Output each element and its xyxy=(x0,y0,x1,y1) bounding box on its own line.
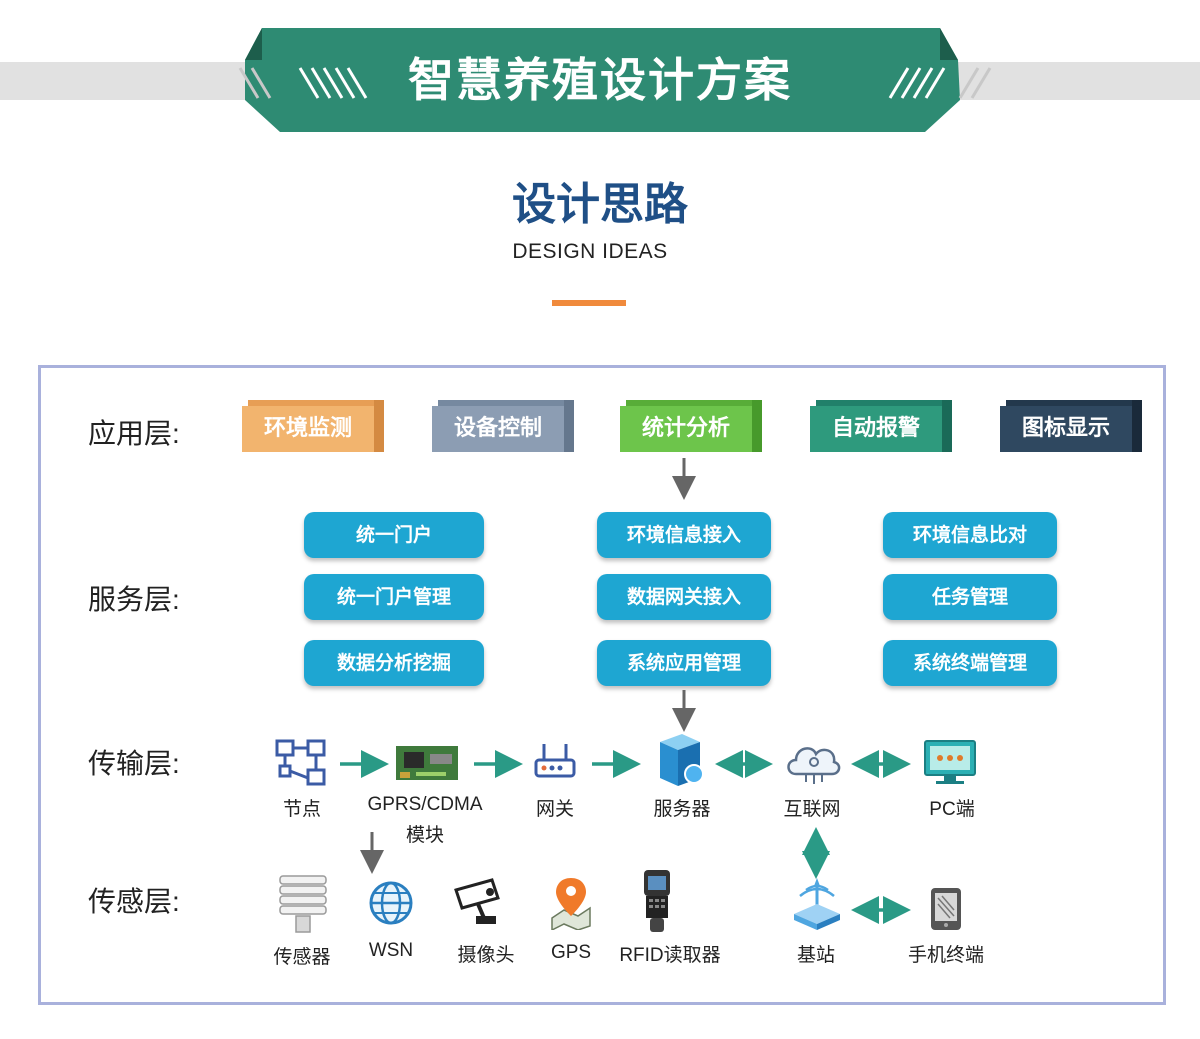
server-icon xyxy=(660,734,704,786)
architecture-diagram-frame xyxy=(38,365,1166,1005)
section-divider xyxy=(552,300,626,306)
section-subtitle: DESIGN IDEAS xyxy=(512,240,668,263)
sensing-layer-label: 传感层: xyxy=(88,886,180,917)
transport-layer-label: 传输层: xyxy=(88,748,180,779)
gprs-module-label: 模块 xyxy=(405,825,444,846)
gps-pin-icon xyxy=(551,878,591,930)
monitor-icon xyxy=(924,740,976,784)
service-data-mining: 数据分析挖掘 xyxy=(304,640,484,686)
rfid-reader-label: RFID读取器 xyxy=(619,945,721,966)
service-env-info-access: 环境信息接入 xyxy=(597,512,771,558)
rfid-reader-icon xyxy=(644,870,670,932)
sensor-label: 传感器 xyxy=(273,947,331,968)
internet-label: 互联网 xyxy=(783,799,841,820)
service-app-management: 系统应用管理 xyxy=(597,640,771,686)
gateway-label: 网关 xyxy=(535,799,574,820)
banner-ribbon xyxy=(238,28,992,132)
node-network-icon xyxy=(275,739,326,786)
service-task-management: 任务管理 xyxy=(883,574,1057,620)
camera-icon xyxy=(454,878,500,924)
banner-title: 智慧养殖设计方案 xyxy=(408,53,792,107)
wsn-label: WSN xyxy=(368,940,414,961)
service-data-gateway-access: 数据网关接入 xyxy=(597,574,771,620)
pc-label: PC端 xyxy=(929,799,975,820)
application-layer-label: 应用层: xyxy=(88,418,180,449)
gps-label: GPS xyxy=(550,942,592,963)
section-title: 设计思路 xyxy=(512,179,688,230)
circuit-board-icon xyxy=(396,746,458,780)
camera-label: 摄像头 xyxy=(457,945,515,966)
service-unified-portal: 统一门户 xyxy=(304,512,484,558)
sensor-shield-icon xyxy=(279,875,327,933)
cloud-icon xyxy=(787,747,841,784)
base-station-icon xyxy=(794,878,840,930)
mobile-terminal-label: 手机终端 xyxy=(907,945,984,966)
mobile-phone-icon xyxy=(931,888,961,930)
service-terminal-management: 系统终端管理 xyxy=(883,640,1057,686)
gprs-cdma-label: GPRS/CDMA xyxy=(367,794,483,815)
service-env-info-compare: 环境信息比对 xyxy=(883,512,1057,558)
base-station-label: 基站 xyxy=(796,945,835,966)
server-label: 服务器 xyxy=(653,799,711,820)
node-label: 节点 xyxy=(282,799,321,820)
router-icon xyxy=(534,744,576,778)
globe-icon xyxy=(369,881,413,925)
service-portal-management: 统一门户管理 xyxy=(304,574,484,620)
service-layer-label: 服务层: xyxy=(88,584,180,615)
